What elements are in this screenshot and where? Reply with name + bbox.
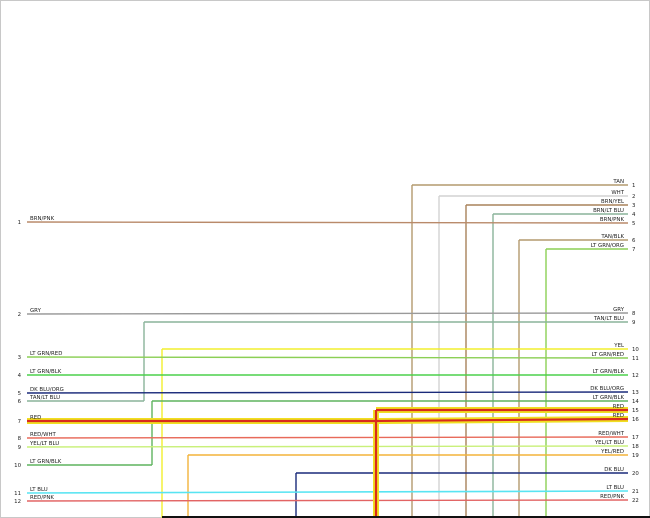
left-wire-label-3: LT GRN/RED <box>30 351 62 357</box>
wire-brn-pnk <box>26 221 629 224</box>
left-pin-number-11: 11 <box>14 491 21 497</box>
right-pin-number-5: 5 <box>632 221 635 227</box>
right-wire-label-18: YEL/LT BLU <box>594 440 624 446</box>
wire-lt-blu <box>26 490 629 494</box>
wire-dk-blu-org <box>26 391 629 394</box>
right-wire-label-1: TAN <box>612 179 624 185</box>
left-pin-number-1: 1 <box>18 220 21 226</box>
right-wire-label-3: BRN/YEL <box>601 199 624 205</box>
right-wire-label-10: YEL <box>613 343 624 349</box>
right-wire-label-11: LT GRN/RED <box>592 352 624 358</box>
right-wire-label-6: TAN/BLK <box>600 234 624 240</box>
right-wire-label-13: DK BLU/ORG <box>590 386 624 392</box>
wire-gry <box>26 312 629 315</box>
left-pin-number-6: 6 <box>18 399 22 405</box>
right-wire-label-16: RED <box>613 413 624 419</box>
right-pin-number-7: 7 <box>632 247 635 253</box>
left-wire-label-5: DK BLU/ORG <box>30 387 64 393</box>
left-wire-label-12: RED/PNK <box>30 495 54 501</box>
right-wire-label-9: TAN/LT BLU <box>593 316 624 322</box>
wire-red-pnk <box>26 499 629 502</box>
left-pin-number-5: 5 <box>18 391 21 397</box>
left-pin-number-7: 7 <box>18 419 21 425</box>
right-wire-label-20: DK BLU <box>604 467 624 473</box>
right-wire-label-19: YEL/RED <box>600 449 624 455</box>
right-wire-label-12: LT GRN/BLK <box>593 369 625 375</box>
left-pin-number-3: 3 <box>18 355 21 361</box>
left-pin-number-4: 4 <box>18 373 22 379</box>
left-wire-label-2: GRY <box>30 308 42 314</box>
right-wire-label-2: WHT <box>611 190 624 196</box>
right-pin-number-14: 14 <box>632 399 639 405</box>
right-pin-number-12: 12 <box>632 373 639 379</box>
left-wire-label-8: RED/WHT <box>30 432 57 438</box>
right-pin-number-17: 17 <box>632 435 639 441</box>
right-pin-number-9: 9 <box>632 320 636 326</box>
right-pin-number-8: 8 <box>632 311 636 317</box>
left-wire-label-4: LT GRN/BLK <box>30 369 62 375</box>
right-pin-number-20: 20 <box>632 471 639 477</box>
left-wire-label-11: LT BLU <box>30 487 48 493</box>
wire-yel-lt-blu <box>26 445 629 448</box>
left-wire-label-9: YEL/LT BLU <box>29 441 59 447</box>
right-wire-label-21: LT BLU <box>606 485 624 491</box>
left-pin-number-10: 10 <box>14 463 21 469</box>
right-pin-number-10: 10 <box>632 347 639 353</box>
left-wire-label-10: LT GRN/BLK <box>30 459 62 465</box>
right-wire-label-8: GRY <box>613 307 625 313</box>
right-pin-number-1: 1 <box>632 183 635 189</box>
right-pin-number-2: 2 <box>632 194 635 200</box>
right-wire-label-5: BRN/PNK <box>600 217 625 223</box>
right-pin-number-22: 22 <box>632 498 639 504</box>
wire-red-wht <box>26 436 629 439</box>
right-pin-number-11: 11 <box>632 356 639 362</box>
left-wire-label-6: TAN/LT BLU <box>29 395 60 401</box>
right-pin-number-4: 4 <box>632 212 636 218</box>
left-pin-number-2: 2 <box>18 312 21 318</box>
right-wire-label-15: RED <box>613 404 624 410</box>
right-wire-label-17: RED/WHT <box>598 431 625 437</box>
right-pin-number-13: 13 <box>632 390 639 396</box>
left-pin-number-9: 9 <box>18 445 22 451</box>
right-pin-number-3: 3 <box>632 203 635 209</box>
right-pin-number-21: 21 <box>632 489 639 495</box>
right-pin-number-16: 16 <box>632 417 639 423</box>
right-pin-number-18: 18 <box>632 444 639 450</box>
right-wire-label-22: RED/PNK <box>600 494 624 500</box>
right-wire-label-4: BRN/LT BLU <box>593 208 624 214</box>
wire-layer <box>26 184 650 518</box>
right-wire-label-7: LT GRN/ORG <box>591 243 624 249</box>
right-pin-number-6: 6 <box>632 238 636 244</box>
right-wire-label-14: LT GRN/BLK <box>593 395 625 401</box>
wire-lt-grn-red <box>26 356 629 359</box>
right-pin-number-19: 19 <box>632 453 639 459</box>
left-pin-number-8: 8 <box>18 436 22 442</box>
left-wire-label-7: RED <box>30 415 41 421</box>
right-pin-number-15: 15 <box>632 408 639 414</box>
left-pin-number-12: 12 <box>14 499 21 505</box>
left-wire-label-1: BRN/PNK <box>30 216 55 222</box>
